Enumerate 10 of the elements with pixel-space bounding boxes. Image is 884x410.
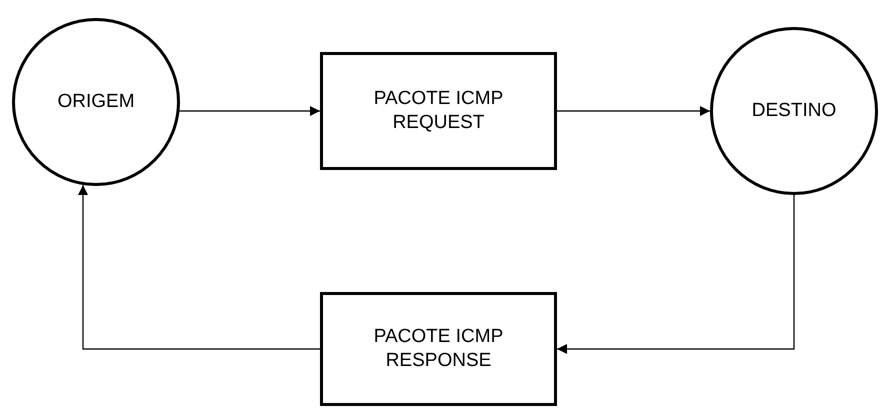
packet-box <box>320 52 557 170</box>
node-label: PACOTE ICMP RESPONSE <box>372 325 504 373</box>
node-label: ORIGEM <box>56 90 136 114</box>
arrow <box>78 185 320 350</box>
node-label: PACOTE ICMP REQUEST <box>372 87 504 135</box>
arrow <box>180 106 320 116</box>
packet-box <box>320 292 557 406</box>
node-label: DESTINO <box>750 99 838 123</box>
arrow <box>557 106 710 116</box>
arrow <box>557 195 795 354</box>
